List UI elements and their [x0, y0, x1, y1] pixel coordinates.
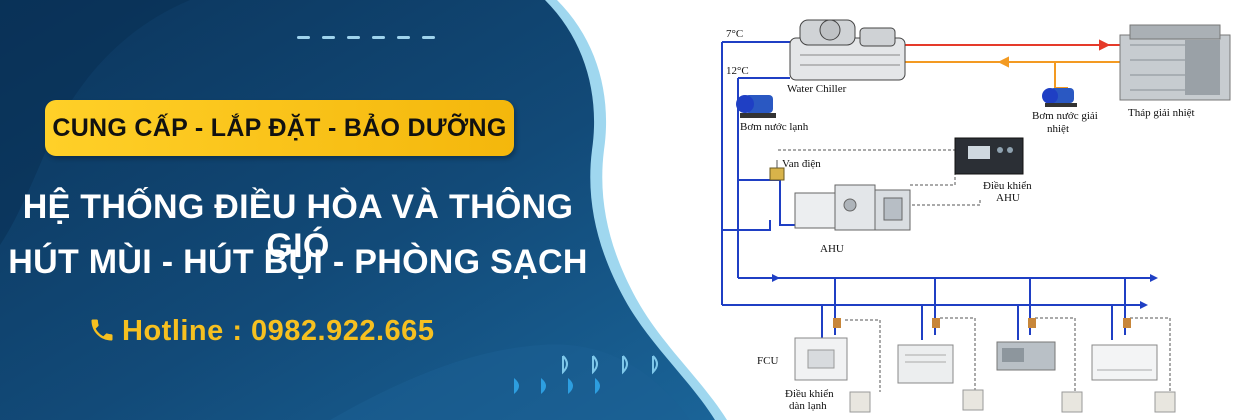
label-cooling-pump-2: nhiệt — [1047, 123, 1069, 135]
fcu-floor-icon — [897, 344, 954, 384]
label-7c: 7°C — [726, 28, 744, 40]
electric-valve-icon — [769, 160, 785, 181]
hotline[interactable]: Hotline : 0982.922.665 — [88, 315, 434, 348]
condenser-pump-icon — [1042, 88, 1077, 107]
cooling-tower-icon — [1119, 24, 1231, 101]
control-wires — [778, 149, 1171, 392]
label-fcu-control-1: Điều khiển — [785, 388, 834, 400]
phone-icon — [88, 316, 116, 348]
heading-line-1: HỆ THỐNG ĐIỀU HÒA VÀ THÔNG GIÓ — [22, 188, 574, 265]
label-chilled-pump: Bơm nước lạnh — [740, 121, 809, 133]
label-fcu-control-2: dàn lạnh — [789, 400, 827, 412]
chilled-water-pump-icon — [736, 95, 776, 118]
label-valve: Van điện — [782, 158, 821, 170]
label-ahu-control-2: AHU — [996, 192, 1020, 204]
chilled-water-pipes — [721, 41, 1150, 340]
decorative-dashes — [297, 36, 435, 39]
heading-line-2: HÚT MÙI - HÚT BỤI - PHÒNG SẠCH — [8, 243, 588, 281]
hotline-text: Hotline : 0982.922.665 — [122, 315, 435, 347]
label-fcu: FCU — [757, 355, 779, 367]
label-12c: 12°C — [726, 65, 749, 77]
tagline-text: CUNG CẤP - LẮP ĐẶT - BẢO DƯỠNG — [52, 113, 507, 142]
fcu-cassette-icon — [794, 337, 848, 381]
services-tag: CUNG CẤP - LẮP ĐẶT - BẢO DƯỠNG — [45, 100, 514, 156]
fcu-ceiling-icon — [1091, 344, 1158, 381]
label-cooling-tower: Tháp giải nhiệt — [1128, 107, 1195, 119]
ahu-icon — [794, 184, 911, 231]
water-chiller-icon — [789, 19, 906, 81]
ahu-controller-icon — [954, 137, 1024, 175]
label-ahu: AHU — [820, 243, 844, 255]
label-water-chiller: Water Chiller — [787, 83, 847, 95]
fcu-ducted-icon — [996, 341, 1056, 371]
label-cooling-pump-1: Bơm nước giải — [1032, 110, 1098, 122]
label-ahu-control-1: Điều khiển — [983, 180, 1032, 192]
fcu-thermostat-icons — [849, 389, 1176, 413]
fcu-valve-icons — [833, 318, 1131, 328]
condenser-pipes — [905, 39, 1125, 89]
